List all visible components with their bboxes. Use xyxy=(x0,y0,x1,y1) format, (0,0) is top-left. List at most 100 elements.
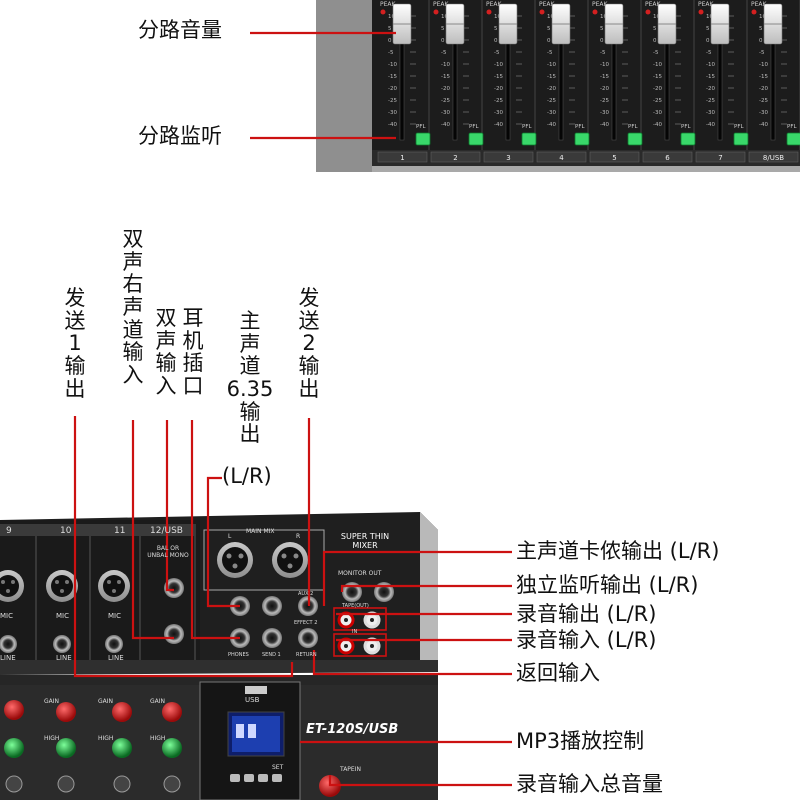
pfl-button xyxy=(786,132,800,146)
gain-label-12: GAIN xyxy=(150,698,166,705)
brand-label: SUPER THIN MIXER xyxy=(340,532,390,550)
return-label: RETURN xyxy=(296,652,317,658)
pfl-label: PFL xyxy=(734,124,744,130)
peak-label: PEAK xyxy=(592,1,609,8)
scale-tick: -25 xyxy=(600,98,609,104)
scale-tick: 0 xyxy=(441,38,445,44)
channel-number: 7 xyxy=(718,154,722,162)
pfl-label: PFL xyxy=(681,124,691,130)
peak-label: PEAK xyxy=(539,1,556,8)
pfl-label: PFL xyxy=(469,124,479,130)
mp3-module xyxy=(199,681,301,800)
scale-tick: -25 xyxy=(759,98,768,104)
pfl-label: PFL xyxy=(575,124,585,130)
scale-tick: -5 xyxy=(706,50,712,56)
panel-channel-10: 10 xyxy=(60,526,72,536)
scale-tick: -25 xyxy=(388,98,397,104)
line-label-11: LINE xyxy=(108,654,124,662)
scale-tick: -25 xyxy=(441,98,450,104)
gain-label-10: GAIN xyxy=(44,698,60,705)
scale-tick: 5 xyxy=(759,26,763,32)
pfl-button xyxy=(680,132,696,146)
label-stereo-input: 双声输入 xyxy=(155,306,177,399)
pfl-button xyxy=(468,132,484,146)
channel-number: 3 xyxy=(506,154,510,162)
scale-tick: -40 xyxy=(388,122,397,128)
pfl-button xyxy=(627,132,643,146)
scale-tick: -40 xyxy=(547,122,556,128)
tape-in-panel-label: IN xyxy=(352,629,358,635)
scale-tick: 0 xyxy=(706,38,710,44)
scale-tick: -40 xyxy=(759,122,768,128)
pfl-button xyxy=(733,132,749,146)
pfl-button xyxy=(521,132,537,146)
usb-label: USB xyxy=(245,696,260,704)
scale-tick: -20 xyxy=(388,86,397,92)
channel-number: 6 xyxy=(665,154,670,162)
scale-tick: -10 xyxy=(759,62,768,68)
pfl-label: PFL xyxy=(522,124,532,130)
scale-tick: -15 xyxy=(494,74,503,80)
scale-tick: -40 xyxy=(600,122,609,128)
high-label-11: HIGH xyxy=(98,735,114,742)
scale-tick: -15 xyxy=(547,74,556,80)
scale-tick: 10 xyxy=(759,14,766,20)
bal-unbal-label: BAL OR UNBAL MONO xyxy=(147,545,189,559)
scale-tick: 5 xyxy=(547,26,551,32)
scale-tick: 10 xyxy=(600,14,607,20)
scale-tick: -30 xyxy=(547,110,556,116)
scale-tick: -20 xyxy=(494,86,503,92)
high-label-12: HIGH xyxy=(150,735,166,742)
phones-panel-label: PHONES xyxy=(228,652,249,658)
scale-tick: -20 xyxy=(706,86,715,92)
scale-tick: -40 xyxy=(653,122,662,128)
scale-tick: -20 xyxy=(600,86,609,92)
channel-number-box xyxy=(642,151,693,163)
scale-tick: -10 xyxy=(653,62,662,68)
scale-tick: 5 xyxy=(388,26,392,32)
label-rec-input: 录音输入 (L/R) xyxy=(516,628,657,652)
scale-tick: -10 xyxy=(706,62,715,68)
scale-tick: 10 xyxy=(706,14,713,20)
scale-tick: 5 xyxy=(441,26,445,32)
scale-tick: 5 xyxy=(494,26,498,32)
scale-tick: -5 xyxy=(547,50,553,56)
scale-tick: -25 xyxy=(653,98,662,104)
line-label-9: LINE xyxy=(0,654,16,662)
scale-tick: -25 xyxy=(706,98,715,104)
channel-number: 4 xyxy=(559,154,564,162)
channel-number: 5 xyxy=(612,154,616,162)
peak-label: PEAK xyxy=(486,1,503,8)
scale-tick: -20 xyxy=(653,86,662,92)
monitor-out-panel-label: MONITOR OUT xyxy=(338,570,382,577)
label-channel-monitor: 分路监听 xyxy=(138,124,222,148)
scale-tick: -40 xyxy=(494,122,503,128)
channel-number-box xyxy=(536,151,587,163)
panel-channel-12: 12/USB xyxy=(150,526,183,536)
peak-led xyxy=(645,9,651,15)
scale-tick: 0 xyxy=(547,38,551,44)
scale-tick: -40 xyxy=(441,122,450,128)
main-mix-label: MAIN MIX xyxy=(246,528,275,535)
scale-tick: 5 xyxy=(653,26,657,32)
tape-out-panel-label: TAPE(OUT) xyxy=(342,603,369,609)
scale-tick: -20 xyxy=(547,86,556,92)
scale-tick: 10 xyxy=(388,14,395,20)
scale-tick: -15 xyxy=(706,74,715,80)
scale-tick: -30 xyxy=(494,110,503,116)
main-xlr-outputs xyxy=(217,542,308,578)
scale-tick: -25 xyxy=(547,98,556,104)
scale-tick: -30 xyxy=(441,110,450,116)
scale-tick: 0 xyxy=(759,38,763,44)
scale-tick: -10 xyxy=(600,62,609,68)
label-stereo-right-input: 双声右声道输入 xyxy=(122,227,144,388)
knobs xyxy=(4,700,341,797)
leader-lines xyxy=(73,31,512,787)
scale-tick: -15 xyxy=(441,74,450,80)
channel-number-box xyxy=(695,151,746,163)
